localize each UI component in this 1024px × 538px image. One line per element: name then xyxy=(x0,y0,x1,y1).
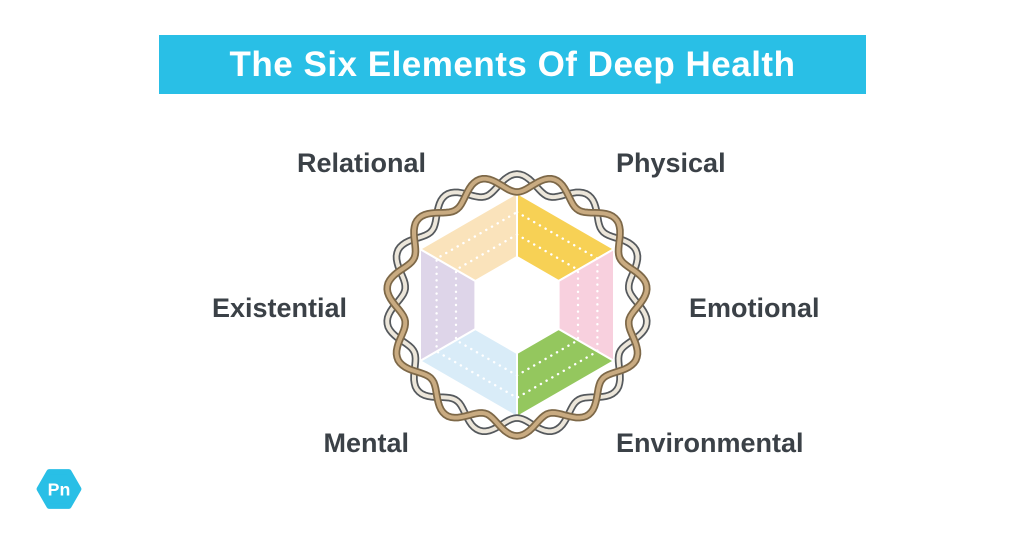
label-environmental: Environmental xyxy=(616,428,804,458)
deep-health-wheel xyxy=(377,165,657,445)
wheel-segment-relational xyxy=(419,192,518,282)
label-physical: Physical xyxy=(616,148,726,178)
label-relational: Relational xyxy=(296,148,426,178)
deep-health-wheel-svg xyxy=(383,170,651,440)
wheel-grid-ring xyxy=(454,233,580,377)
rope-strand-icon xyxy=(385,176,649,439)
pn-logo: Pn xyxy=(36,469,82,509)
label-emotional: Emotional xyxy=(689,293,820,323)
pn-logo-hexagon-icon xyxy=(36,469,82,509)
title-banner: The Six Elements Of Deep Health xyxy=(159,35,866,94)
pn-logo-text: Pn xyxy=(48,479,71,499)
label-mental: Mental xyxy=(323,428,409,458)
page-title: The Six Elements Of Deep Health xyxy=(229,44,796,84)
wheel-grid-ring xyxy=(435,211,599,400)
label-existential: Existential xyxy=(211,293,347,323)
